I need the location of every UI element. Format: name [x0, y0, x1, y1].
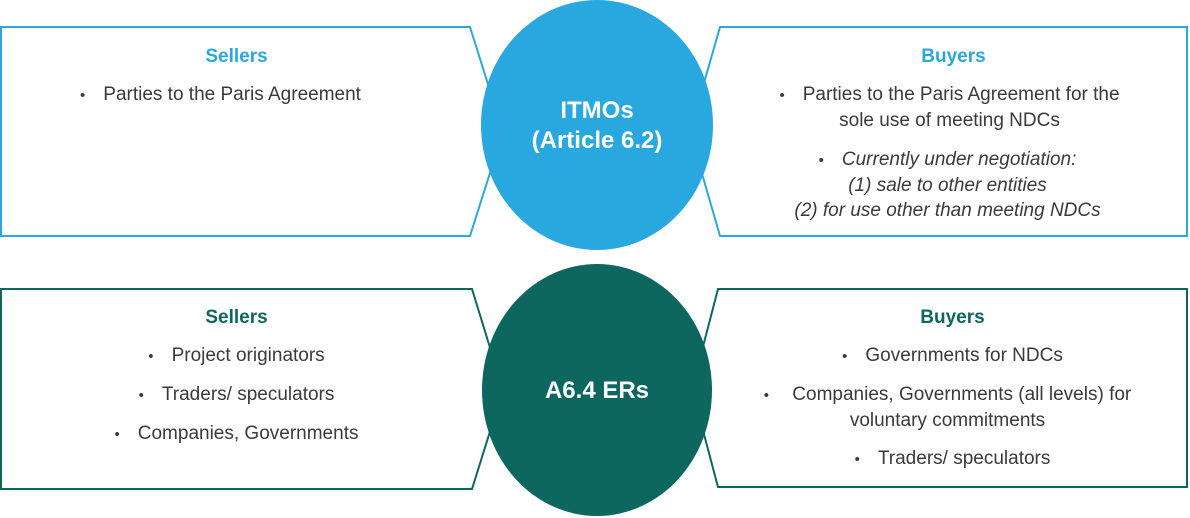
itmo-buyers-item-1-line1: Parties to the Paris Agreement for the — [802, 84, 1120, 105]
a64-buyers-item-2-line1: Companies, Governments (all levels) for — [792, 384, 1132, 405]
a64-label: A6.4 ERs — [544, 377, 650, 404]
itmo-sellers-title: Sellers — [205, 46, 268, 67]
a64-sellers-list: Project originators Traders/ speculators… — [0, 343, 473, 447]
a64-sellers-panel: Sellers Project originators Traders/ spe… — [0, 305, 473, 460]
itmo-buyers-note: Currently under negotiation: (1) sale to… — [708, 147, 1187, 223]
a64-buyers-panel: Buyers Governments for NDCs Companies, G… — [718, 305, 1187, 485]
itmo-label-line1: ITMOs — [560, 97, 634, 124]
list-item: Companies, Governments — [0, 421, 473, 447]
a64-buyers-item-2-line2: voluntary commitments — [849, 410, 1046, 431]
a64-buyers-title: Buyers — [920, 307, 985, 328]
list-item: Parties to the Paris Agreement — [0, 82, 473, 108]
itmo-buyers-item-1-line2: sole use of meeting NDCs — [839, 110, 1060, 131]
itmo-buyers-note-line1: Currently under negotiation: — [708, 147, 1187, 173]
list-item: Project originators — [0, 343, 473, 369]
itmo-sellers-list: Parties to the Paris Agreement — [0, 82, 473, 108]
itmo-section: ITMOs (Article 6.2) Sellers Parties to t… — [0, 0, 1190, 252]
itmo-circle — [481, 0, 713, 250]
itmo-circle-label: ITMOs (Article 6.2) — [497, 96, 697, 156]
itmo-buyers-note-line2: (1) sale to other entities — [848, 175, 1047, 196]
list-item: Governments for NDCs — [718, 343, 1187, 369]
list-item: Traders/ speculators — [718, 446, 1187, 472]
itmo-sellers-panel: Sellers Parties to the Paris Agreement — [0, 44, 473, 121]
itmo-buyers-note-line3: (2) for use other than meeting NDCs — [794, 200, 1101, 221]
a64-section: A6.4 ERs Sellers Project originators Tra… — [0, 262, 1190, 518]
itmo-sellers-box — [0, 26, 505, 237]
itmo-buyers-title: Buyers — [921, 46, 986, 67]
a64-circle-label: A6.4 ERs — [497, 376, 697, 406]
itmo-buyers-panel: Buyers •Parties to the Paris Agreement f… — [720, 44, 1187, 223]
itmo-label-line2: (Article 6.2) — [531, 127, 663, 154]
list-item: Companies, Governments (all levels) for … — [708, 382, 1187, 433]
itmo-shapes — [0, 0, 1188, 250]
itmo-buyers-item-1: •Parties to the Paris Agreement for the … — [712, 82, 1187, 133]
a64-buyers-list: Governments for NDCs Companies, Governme… — [718, 343, 1187, 472]
a64-sellers-title: Sellers — [205, 307, 268, 328]
a64-circle — [482, 264, 712, 516]
list-item: Traders/ speculators — [0, 382, 473, 408]
